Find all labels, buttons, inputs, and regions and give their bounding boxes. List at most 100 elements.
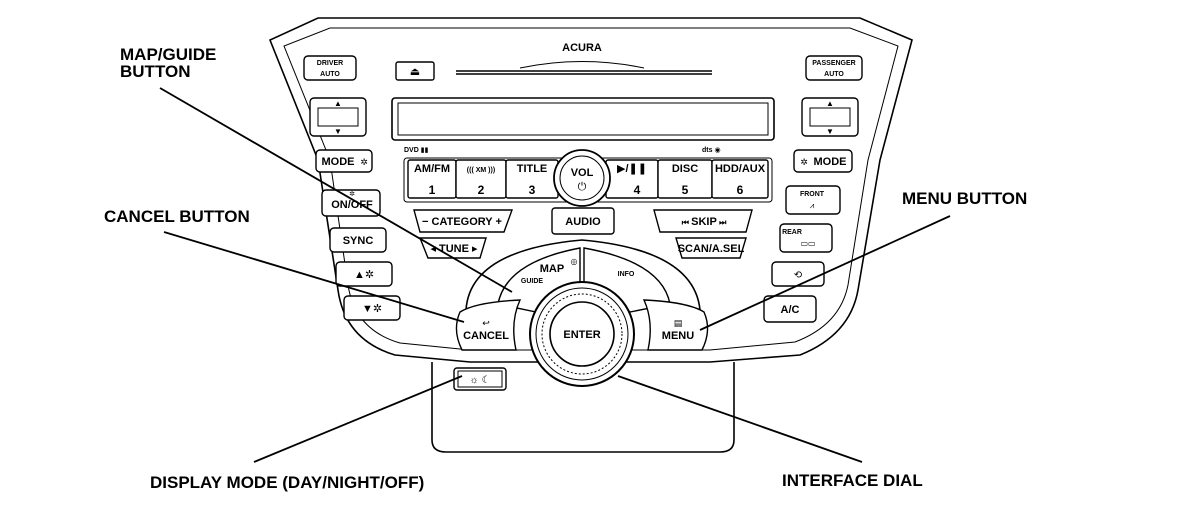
front-defrost-icon: ⩘ [810,201,815,210]
sync-label: SYNC [343,235,374,247]
display-mode-callout: DISPLAY MODE (DAY/NIGHT/OFF) [150,473,424,492]
preset-button-6[interactable] [711,159,769,199]
tune-text: TUNE [439,243,469,255]
nav-cluster: MAP GUIDE ◎ INFO ↩ CANCEL ▤ MENU ENTER [455,239,709,387]
climate-right: PASSENGER AUTO ▲ ▼ ✲ MODE FRONT ⩘ REAR ▭… [763,55,863,323]
cancel-callout: CANCEL BUTTON [104,207,250,226]
preset-label-2: ((( XM ))) [467,167,495,174]
panel-outline [268,17,913,363]
map-guide-callout-line2: BUTTON [120,62,191,81]
menu-leader [699,215,951,331]
dolby-icon: DVD ▮▮ [404,147,429,154]
category-button[interactable] [413,209,513,233]
enter-button[interactable] [549,301,615,367]
temp-up-right-icon: ▲ [826,99,834,108]
dts-icon: dts ◉ [702,147,721,154]
driver-temp-inner [317,107,359,127]
slot-arc [519,61,645,69]
dial-ring-outer [535,287,629,381]
eject-icon: ⏏ [410,66,420,78]
passenger-auto-label: AUTO [824,71,844,78]
menu-label: MENU [662,330,694,342]
map-label: MAP [540,263,564,275]
map-guide-leader [159,87,513,293]
tune-right-icon: ▸ [469,243,478,255]
scan-label: SCAN/A.SEL [678,243,745,255]
cancel-leader [163,231,465,323]
menu-icon: ▤ [674,318,683,328]
driver-auto-label: AUTO [320,71,340,78]
skip-label: ⏮ SKIP ⏭ [682,216,727,228]
on-off-button[interactable] [321,189,381,217]
fan-up-button[interactable] [335,261,393,287]
lower-housing [431,362,735,453]
fan-up-icon: ▲✲ [354,269,374,281]
fan-icon: ✲ [360,157,368,167]
mode-button-right[interactable] [793,149,853,173]
skip-button[interactable] [653,209,753,233]
mode-button-left[interactable] [315,149,373,173]
interface-dial-leader [617,375,863,463]
sync-button[interactable] [329,227,387,253]
category-label: − CATEGORY + [422,216,502,228]
front-label: FRONT [800,191,825,198]
mode-right-label: MODE [814,156,847,168]
ac-label: A/C [781,304,800,316]
preset-label-5: DISC [672,163,698,175]
power-icon: ⏻ [578,181,587,193]
fan-down-button[interactable] [343,295,401,321]
preset-number-3: 3 [529,183,536,197]
cancel-button[interactable] [455,299,522,351]
skip-back-icon: ⏮ [682,218,691,227]
ac-button[interactable] [763,295,817,323]
category-text: CATEGORY [432,216,494,228]
mode-left-label: MODE [322,156,355,168]
fan-down-icon: ▼✲ [362,303,382,315]
map-pin-icon: ◎ [571,257,578,266]
passenger-label: PASSENGER [812,60,855,67]
tune-button[interactable] [418,237,487,259]
preset-number-5: 5 [682,183,689,197]
category-plus-icon: + [492,216,501,228]
preset-row: AM/FM 1 ((( XM ))) 2 TITLE 3 ▶/❚❚ 4 DISC… [403,157,773,203]
brand-logo: ACURA [562,42,602,54]
passenger-auto-button[interactable] [805,55,863,81]
temp-up-icon: ▲ [334,99,342,108]
eject-button[interactable] [395,61,435,81]
temp-down-right-icon: ▼ [826,127,834,136]
enter-label: ENTER [563,329,600,341]
driver-label: DRIVER [317,60,343,67]
dial-ring-mid [541,293,623,375]
cancel-label: CANCEL [463,330,509,342]
audio-label: AUDIO [565,216,601,228]
category-minus-icon: − [422,216,431,228]
driver-auto-button[interactable] [303,55,357,81]
climate-left: DRIVER AUTO ▲ ▼ MODE ✲ ✲ ON/OFF SYNC ▲✲ … [303,55,401,321]
tune-left-icon: ◂ [430,243,439,255]
preset-number-6: 6 [737,183,744,197]
preset-label-3: TITLE [517,163,548,175]
rear-defrost-icon: ▭▭ [800,239,815,248]
volume-knob[interactable] [553,149,611,207]
display-mode-inner [457,370,503,388]
info-label: INFO [618,271,635,278]
scan-button[interactable] [675,237,747,259]
passenger-temp-inner [809,107,851,127]
interface-dial-callout: INTERFACE DIAL [782,471,923,490]
display-inner [397,102,769,136]
display-screen [391,97,775,141]
skip-text: SKIP [691,216,717,228]
rear-defrost-button[interactable] [779,223,833,253]
tune-label: ◂ TUNE ▸ [430,243,478,255]
audio-button[interactable] [551,207,615,235]
display-mode-leader [253,375,463,463]
fan-small-icon: ✲ [349,190,355,198]
front-defrost-button[interactable] [785,185,841,215]
recirculate-icon: ⟲ [794,270,803,281]
menu-callout: MENU BUTTON [902,189,1027,208]
preset-number-4: 4 [634,183,641,197]
preset-number-1: 1 [429,183,436,197]
guide-label: GUIDE [521,278,544,285]
menu-button[interactable] [642,299,709,351]
